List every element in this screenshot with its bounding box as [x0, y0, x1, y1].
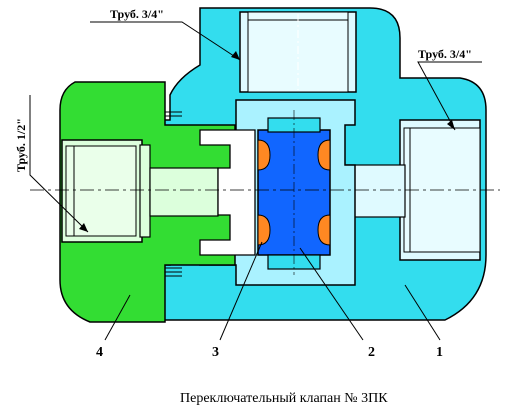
seal-top-left [257, 139, 271, 171]
part-number-3: 3 [212, 345, 219, 360]
seal-top-right [317, 139, 331, 171]
part-number-1: 1 [436, 345, 443, 360]
seal-bottom-left [257, 214, 271, 246]
label-pipe-top: Труб. 3/4" [110, 7, 164, 21]
label-pipe-right: Труб. 3/4" [418, 47, 472, 61]
label-pipe-left: Труб. 1/2" [14, 118, 28, 172]
seal-bottom-right [317, 214, 331, 246]
part-number-4: 4 [96, 345, 103, 360]
part-number-2: 2 [368, 345, 375, 360]
diagram-caption: Переключательный клапан № 3ПК [180, 391, 388, 406]
